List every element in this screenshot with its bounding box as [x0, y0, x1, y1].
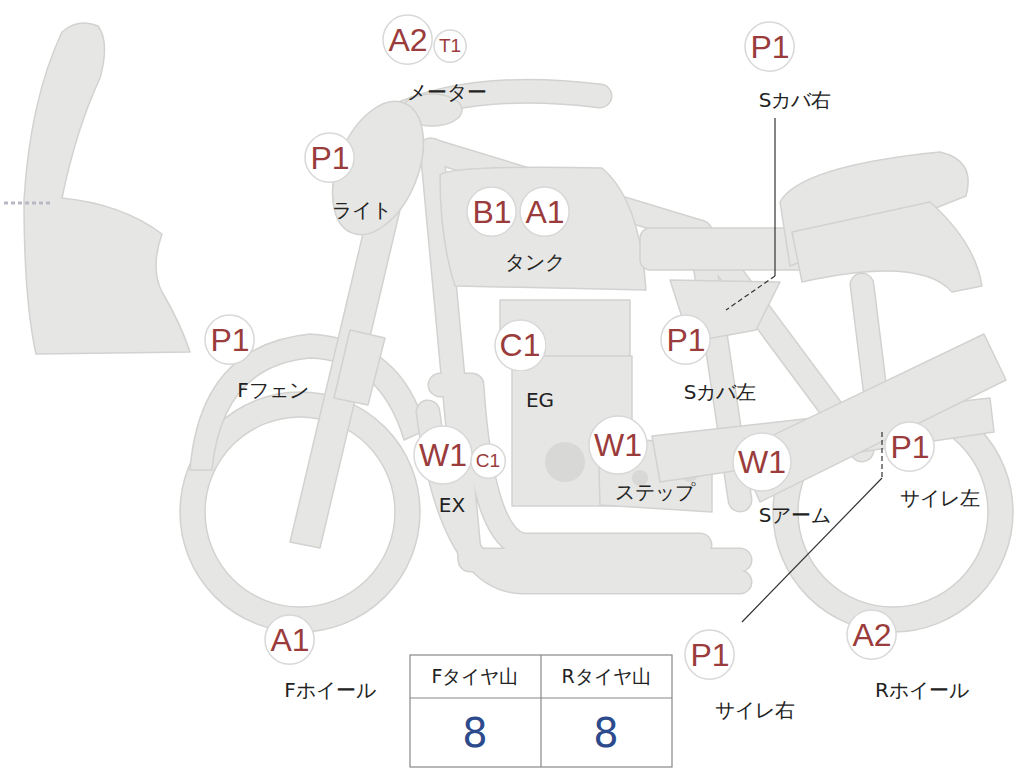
condition-badge: W1: [732, 432, 792, 492]
badge-outline: [471, 444, 505, 478]
part-label: Sカバ左: [684, 379, 757, 406]
callout-code: P1: [750, 29, 789, 65]
part-label: Fホイール: [284, 677, 376, 704]
part-label: Sアーム: [759, 502, 832, 529]
condition-badge: P1: [744, 21, 795, 72]
callout-code: A2: [852, 617, 891, 653]
leader-line: [742, 478, 882, 622]
leader-line: [726, 276, 775, 310]
part-label: サイレ右: [715, 697, 795, 724]
badge-outline: [733, 433, 791, 491]
badge-outline: [885, 422, 934, 471]
badge-outline: [414, 426, 472, 484]
part-label: Sカバ右: [759, 87, 832, 114]
part-label: ライト: [332, 197, 392, 224]
part-label: タンク: [505, 249, 565, 276]
callout-code: P1: [690, 637, 729, 673]
muffler: [738, 334, 1006, 502]
condition-badge: P1: [660, 314, 711, 365]
condition-badge: P1: [204, 314, 255, 365]
condition-badge: C1: [494, 319, 547, 372]
badge-outline: [589, 416, 647, 474]
part-label: サイレ左: [900, 485, 980, 512]
callout-code: A1: [270, 622, 309, 658]
condition-badge: A2: [846, 609, 897, 660]
condition-badge: A1: [264, 614, 315, 665]
badge-outline: [661, 315, 710, 364]
badge-outline: [685, 630, 734, 679]
condition-badge: B1: [466, 186, 517, 237]
badge-outline: [520, 187, 569, 236]
part-label: メーター: [407, 79, 487, 106]
badge-outline: [305, 133, 354, 182]
badge-outline: [265, 615, 314, 664]
callout-code: P1: [210, 322, 249, 358]
condition-badge: T1: [433, 29, 467, 63]
part-label: ステップ: [615, 479, 695, 506]
condition-badge: A2: [382, 14, 433, 65]
condition-badge: W1: [413, 425, 473, 485]
callout-code: W1: [738, 444, 786, 480]
tread-value: 8: [462, 710, 487, 756]
badge-outline: [205, 315, 254, 364]
badge-outline: [847, 610, 896, 659]
badge-outline: [745, 22, 794, 71]
rear-fender: [792, 202, 982, 292]
condition-badge: P1: [884, 421, 935, 472]
cut-line: [4, 202, 52, 205]
callout-code: A1: [525, 194, 564, 230]
tyre-table: [410, 655, 672, 767]
condition-badge: W1: [588, 415, 648, 475]
condition-badge: A1: [519, 186, 570, 237]
part-label: Rホイール: [875, 677, 969, 704]
badge-outline: [467, 187, 516, 236]
callout-code: W1: [419, 437, 467, 473]
callout-code: B1: [472, 194, 511, 230]
callout-code: C1: [476, 450, 500, 472]
callout-code: P1: [890, 429, 929, 465]
tread-value: 8: [593, 710, 618, 756]
badge-outline: [434, 30, 466, 62]
callout-code: P1: [310, 140, 349, 176]
condition-badge: P1: [304, 132, 355, 183]
badge-outline: [383, 15, 432, 64]
callout-code: C1: [500, 327, 541, 363]
condition-badge: P1: [684, 629, 735, 680]
table-header: Fタイヤ山: [432, 664, 519, 690]
part-label: EX: [439, 493, 465, 517]
condition-badge: C1: [470, 443, 506, 479]
badge-outline: [495, 320, 546, 371]
callout-code: T1: [439, 35, 461, 57]
callout-code: P1: [666, 322, 705, 358]
leader-line: [774, 118, 775, 276]
part-label: Fフェン: [237, 377, 309, 404]
callout-code: W1: [594, 427, 642, 463]
fairing: [24, 23, 190, 354]
tank: [440, 167, 646, 290]
part-label: EG: [526, 388, 554, 412]
table-header: Rタイヤ山: [561, 664, 650, 690]
callout-code: A2: [388, 22, 427, 58]
leader-line: [881, 432, 882, 478]
